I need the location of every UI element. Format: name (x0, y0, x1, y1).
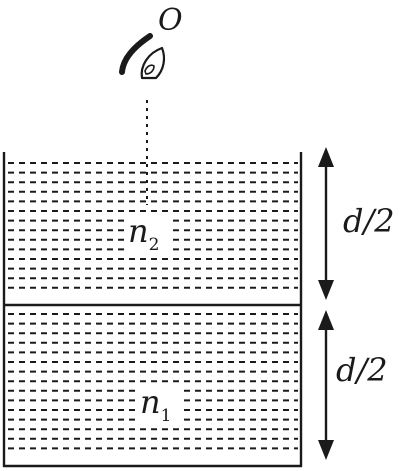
double-arrow-icon (318, 310, 334, 460)
object-label: O (158, 3, 183, 38)
lower-liquid-hatching (8, 313, 298, 450)
upper-depth-label: d/2 (343, 202, 395, 240)
lower-depth-label: d/2 (336, 351, 388, 389)
container (2, 152, 303, 468)
lower-liquid-label: n1 (140, 383, 171, 426)
n1-label-backdrop (138, 385, 182, 423)
eye-icon (119, 33, 166, 80)
n2-label-backdrop (126, 215, 170, 253)
double-arrow-icon (318, 147, 334, 300)
upper-liquid-label: n2 (128, 212, 159, 255)
